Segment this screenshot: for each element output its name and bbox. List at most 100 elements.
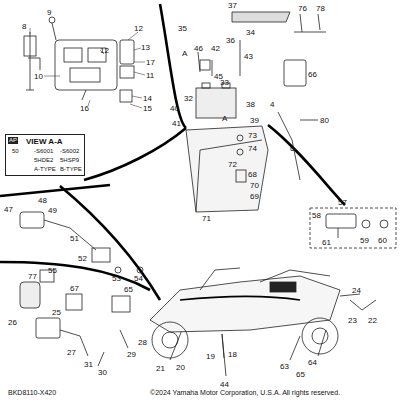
battery-assembly (202, 83, 210, 88)
callout-number: 67 (70, 284, 79, 293)
battery-assembly (186, 12, 326, 212)
inset-text: B-TYPE (60, 166, 82, 173)
callout-number: 23 (348, 316, 357, 325)
callout-number: 9 (47, 8, 51, 17)
callout-number: 73 (248, 131, 257, 140)
callout-number: 72 (228, 160, 237, 169)
callout-number: 71 (202, 214, 211, 223)
relay-bracket (120, 40, 134, 64)
callout-number: 4 (270, 100, 274, 109)
inset-text: -S6001 (34, 148, 53, 155)
callout-number: 6 (290, 144, 294, 153)
callout-number: 42 (211, 44, 220, 53)
callout-number: 11 (146, 71, 154, 80)
callout-number: 48 (38, 196, 47, 205)
sensor-parts (340, 294, 376, 310)
callout-number: 46 (194, 44, 203, 53)
section-divider (60, 186, 160, 300)
callout-number: 16 (80, 104, 89, 113)
inset-part (338, 228, 339, 238)
callout-number: 66 (308, 70, 317, 79)
relay-bracket (52, 23, 56, 40)
callout-number: 12 (134, 24, 143, 33)
battery-assembly (186, 126, 268, 212)
sensor-parts (20, 282, 40, 308)
callout-number: 19 (206, 352, 215, 361)
atv-silhouette (152, 322, 188, 358)
callout-number: 78 (316, 4, 325, 13)
callout-number: 22 (368, 316, 377, 325)
battery-assembly (284, 60, 306, 86)
footer-text: BKD8110-X420 (8, 388, 56, 397)
callout-number: 25 (52, 308, 61, 317)
callout-number: A (222, 114, 227, 123)
callout-number: 65 (296, 370, 305, 379)
callout-number: 17 (146, 58, 155, 67)
inset-part (380, 220, 388, 228)
callout-number: 36 (226, 36, 235, 45)
callout-number: 53 (112, 274, 121, 283)
callout-number: 61 (322, 238, 331, 247)
callout-number: 64 (308, 358, 317, 367)
callout-number: 32 (184, 94, 193, 103)
battery-assembly (237, 135, 243, 141)
callout-number: 54 (134, 274, 143, 283)
leader-line (30, 28, 145, 108)
callout-number: 41 (172, 119, 181, 128)
callout-number: 21 (156, 364, 165, 373)
callout-number: 12 (100, 46, 109, 55)
inset-part (326, 214, 388, 238)
inset-text: AP (8, 137, 18, 144)
inset-text: -S6002 (60, 148, 79, 155)
battery-assembly (196, 88, 236, 118)
battery-assembly (294, 14, 326, 32)
callout-number: 43 (244, 52, 253, 61)
callout-number: 29 (127, 350, 136, 359)
leader-line (30, 28, 145, 108)
relay-bracket (24, 36, 36, 56)
callout-number: 76 (298, 4, 307, 13)
battery-assembly (278, 112, 318, 180)
atv-silhouette (200, 268, 330, 290)
sensor-parts (112, 296, 130, 312)
battery-assembly (232, 12, 290, 22)
callout-number: 13 (141, 43, 150, 52)
callout-number: 51 (70, 234, 79, 243)
inset-text: 5HDE2 (34, 157, 53, 164)
callout-number: 52 (78, 254, 87, 263)
section-divider (0, 4, 345, 300)
callout-number: 60 (378, 236, 387, 245)
callout-number: 70 (250, 181, 259, 190)
battery-assembly (236, 170, 246, 182)
sensor-parts (44, 220, 96, 250)
section-divider (0, 185, 110, 196)
sensor-parts (92, 248, 110, 262)
footer-text: ©2024 Yamaha Motor Corporation, U.S.A. A… (150, 388, 340, 397)
inset-text: A-TYPE (34, 166, 56, 173)
callout-number: 55 (48, 266, 57, 275)
relay-bracket (120, 90, 132, 102)
relay-bracket (70, 68, 100, 82)
callout-number: 59 (360, 236, 369, 245)
sensor-parts (36, 318, 60, 338)
battery-assembly (196, 140, 262, 212)
callout-number: 39 (250, 116, 259, 125)
inset-text: 50 (12, 148, 19, 155)
view-inset-box: VIEW A-AAP50-S6001-S60025HDE25HSP9A-TYPE… (5, 134, 85, 176)
sensor-parts (66, 294, 82, 310)
callout-number: 10 (34, 72, 43, 81)
callout-number: 8 (22, 22, 26, 31)
callout-number: 65 (124, 285, 133, 294)
callout-number: 26 (8, 318, 17, 327)
battery-assembly (200, 60, 210, 70)
callout-number: A (182, 49, 187, 58)
callout-number: 35 (178, 24, 187, 33)
callout-number: 47 (4, 205, 13, 214)
atv-silhouette (180, 296, 300, 300)
callout-number: 18 (228, 350, 237, 359)
callout-number: 58 (312, 211, 321, 220)
callout-number: 33 (220, 78, 229, 87)
callout-number: 37 (228, 1, 237, 10)
inset-part (362, 220, 370, 228)
